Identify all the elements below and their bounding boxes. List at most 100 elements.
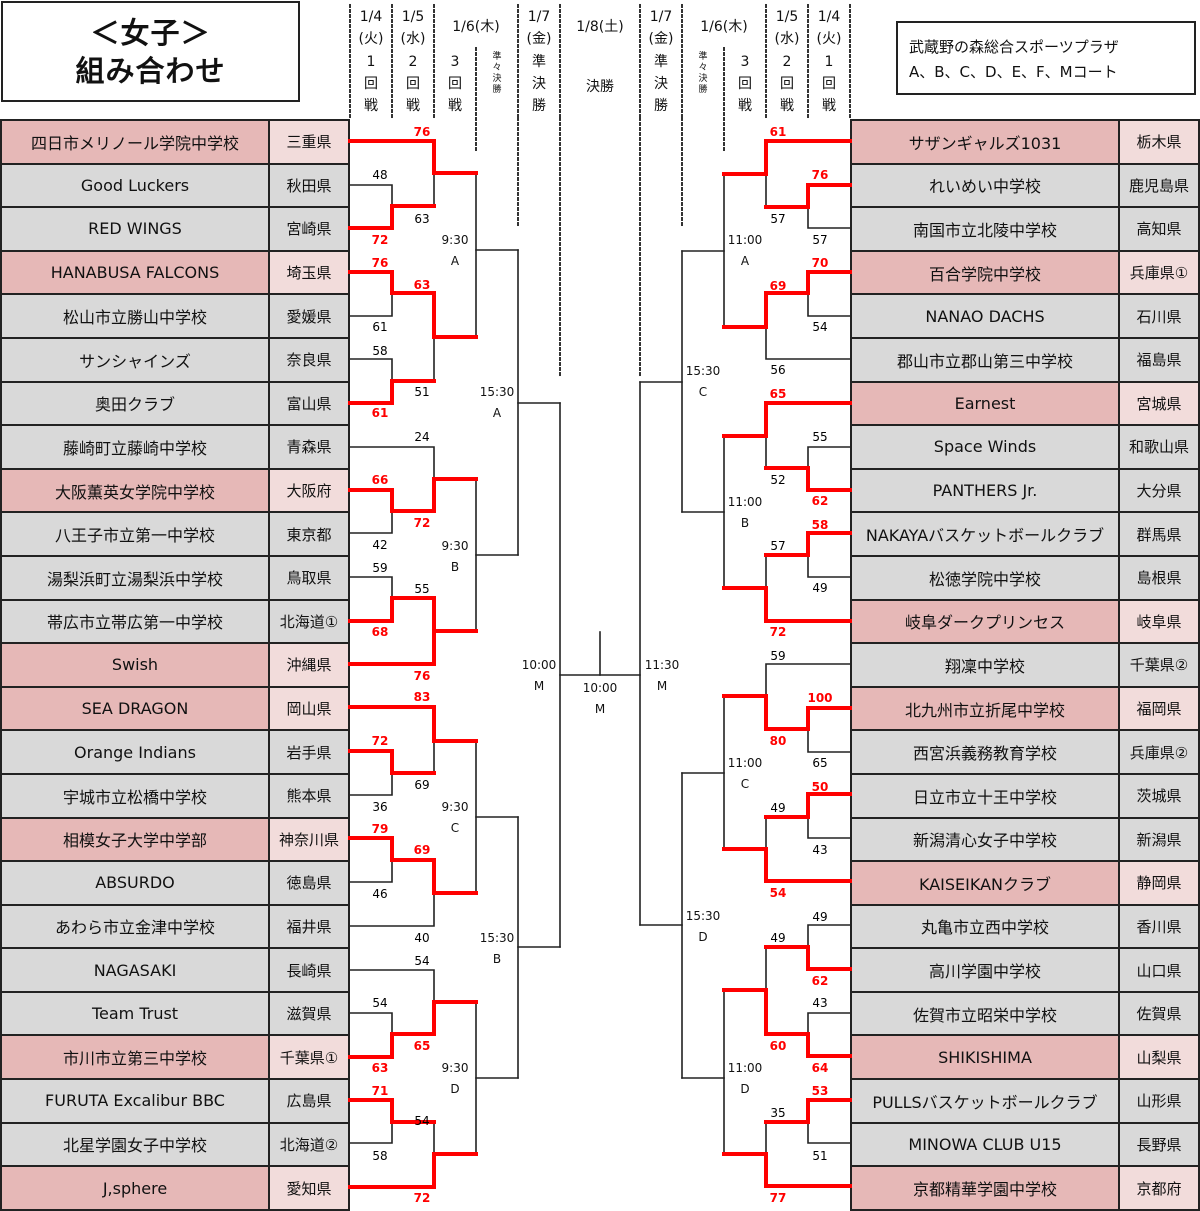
team-row: 日立市立十王中学校茨城県	[852, 774, 1198, 819]
bracket-line	[349, 837, 393, 883]
score: 57	[812, 233, 827, 247]
winning-score: 62	[812, 494, 829, 508]
winner-path	[348, 836, 478, 895]
team-row: 宇城市立松橋中学校熊本県	[2, 774, 348, 819]
team-row: あわら市立金津中学校福井県	[2, 905, 348, 950]
match-time: 15:30	[686, 909, 721, 923]
team-prefecture: 滋賀県	[270, 992, 348, 1035]
team-prefecture: 青森県	[270, 426, 348, 468]
team-name: Swish	[2, 644, 270, 686]
winning-score: 72	[414, 1191, 431, 1205]
header-text: 1	[824, 53, 834, 70]
team-prefecture: 福岡県	[1120, 687, 1198, 730]
team-name: NANAO DACHS	[852, 295, 1120, 337]
score: 57	[770, 212, 785, 226]
winning-score: 63	[414, 278, 431, 292]
header-text: 1/5	[401, 9, 425, 25]
team-prefecture: 鹿児島県	[1120, 164, 1198, 207]
match-court: D	[740, 1082, 749, 1096]
header-text: 3	[740, 53, 750, 70]
winning-score: 100	[807, 691, 832, 705]
team-prefecture: 愛媛県	[270, 295, 348, 337]
team-name: 帯広市立帯広第一中学校	[2, 600, 270, 643]
winning-score: 83	[414, 690, 431, 704]
header-text: (金)	[648, 31, 674, 48]
team-row: 南国市立北陵中学校高知県	[852, 208, 1198, 252]
team-name: 八王子市立第一中学校	[2, 513, 270, 555]
team-prefecture: 和歌山県	[1120, 426, 1198, 468]
match-court: M	[534, 679, 544, 693]
team-name: MINOWA CLUB U15	[852, 1123, 1120, 1166]
match-court: C	[699, 385, 707, 399]
team-row: 湯梨浜町立湯梨浜中学校鳥取県	[2, 556, 348, 601]
score: 43	[812, 996, 827, 1010]
header-text: 3	[450, 53, 460, 70]
header-text: (火)	[816, 31, 842, 48]
winning-score: 76	[372, 256, 389, 270]
winner-path	[722, 270, 852, 329]
team-prefecture: 徳島県	[270, 862, 348, 904]
left-day3-date: 1/6(木)	[452, 19, 500, 35]
header-text: 勝	[532, 98, 546, 115]
header-text: 1/4	[817, 9, 841, 25]
team-name: PULLSバスケットボールクラブ	[852, 1080, 1120, 1122]
team-name: NAKAYAバスケットボールクラブ	[852, 513, 1120, 555]
team-prefecture: 北海道②	[270, 1123, 348, 1166]
team-name: 松山市立勝山中学校	[2, 295, 270, 337]
score: 51	[414, 385, 429, 399]
team-row: 奥田クラブ富山県	[2, 382, 348, 427]
final-label: 決勝	[586, 79, 614, 95]
winning-score: 76	[812, 168, 829, 182]
title-line1: ＜女子＞	[90, 15, 211, 50]
winning-score: 69	[770, 279, 787, 293]
team-prefecture: 大阪府	[270, 469, 348, 512]
header-text: 戦	[448, 98, 462, 115]
score: 42	[372, 538, 387, 552]
winner-path	[348, 596, 478, 633]
team-row: 新潟清心女子中学校新潟県	[852, 818, 1198, 863]
score: 57	[770, 539, 785, 553]
right-round-header-1: 準々決勝	[698, 52, 707, 96]
winning-score: 61	[372, 406, 389, 420]
winning-score: 79	[372, 822, 389, 836]
match-time: 15:30	[480, 931, 515, 945]
team-name: 北星学園女子中学校	[2, 1123, 270, 1166]
header-text: 準	[532, 53, 546, 70]
header-text: 1/5	[775, 9, 799, 25]
team-prefecture: 秋田県	[270, 164, 348, 207]
match-court: A	[493, 406, 502, 420]
team-prefecture: 大分県	[1120, 469, 1198, 512]
header-text: 1/7	[649, 9, 673, 25]
team-prefecture: 兵庫県①	[1120, 251, 1198, 294]
team-name: 京都精華学園中学校	[852, 1167, 1120, 1209]
team-prefecture: 山口県	[1120, 949, 1198, 991]
team-row: PULLSバスケットボールクラブ山形県	[852, 1080, 1198, 1124]
score: 54	[414, 1114, 429, 1128]
bracket-line	[349, 271, 393, 317]
team-prefecture: 埼玉県	[270, 251, 348, 294]
bracket-line	[349, 1012, 393, 1058]
score: 65	[812, 756, 827, 770]
header-text: 回	[738, 75, 752, 92]
team-prefecture: 宮崎県	[270, 208, 348, 250]
bracket-line	[807, 1012, 851, 1057]
team-prefecture: 鳥取県	[270, 556, 348, 599]
winning-score: 50	[812, 780, 829, 794]
score: 35	[770, 1106, 785, 1120]
team-prefecture: 愛知県	[270, 1167, 348, 1209]
header-text: 戦	[780, 98, 794, 115]
team-row: 松山市立勝山中学校愛媛県	[2, 295, 348, 339]
winner-path	[348, 629, 436, 666]
team-prefecture: 岐阜県	[1120, 600, 1198, 643]
team-prefecture: 長崎県	[270, 949, 348, 991]
header-text: 準	[698, 52, 708, 62]
header-text: 決	[492, 74, 502, 84]
winning-score: 63	[372, 1061, 389, 1075]
winning-score: 54	[770, 886, 787, 900]
winner-path	[348, 1000, 478, 1059]
